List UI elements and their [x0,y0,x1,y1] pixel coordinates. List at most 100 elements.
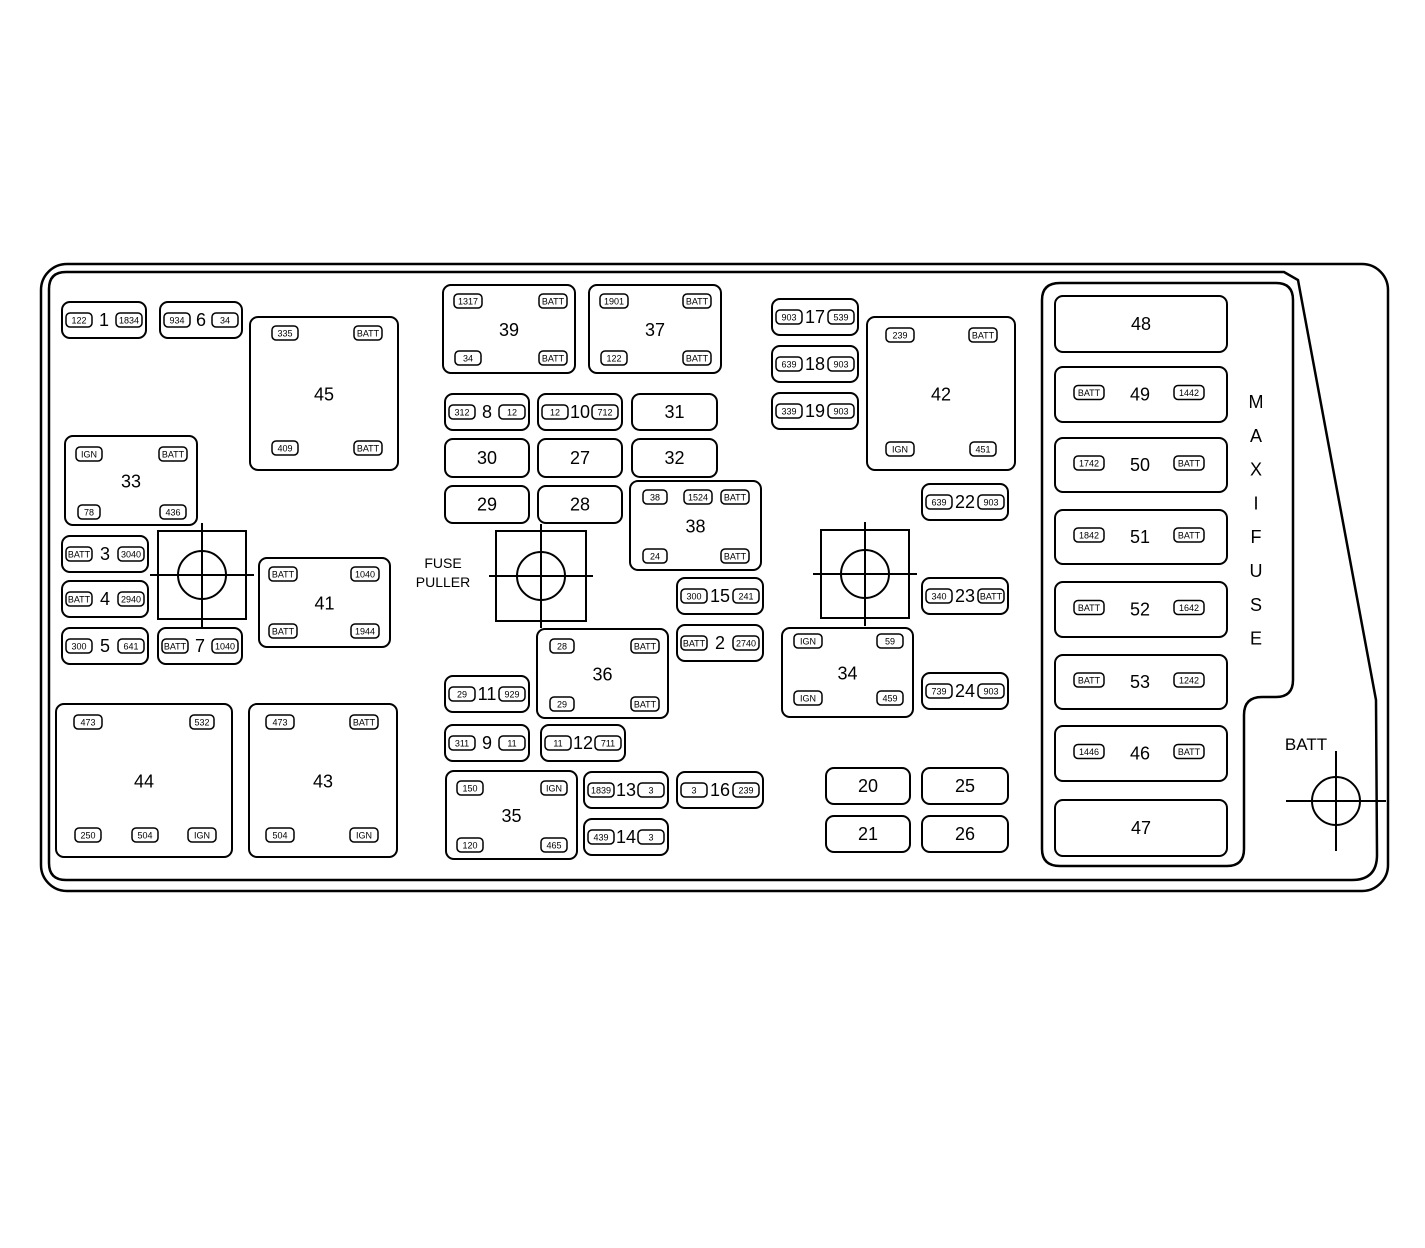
relay-44-pin-2-pin-label: 532 [194,718,209,728]
mini-fuse-12-left-pin [544,735,572,751]
mini-fuse-10-number: 10 [570,402,590,422]
maxi-fuse-46-body [1054,725,1228,782]
mini-fuse-12-body [540,724,626,762]
relay-39-pin-1-pin [453,293,483,309]
fuse-slot-28-body [537,485,623,524]
maxi-fuse-49-number: 49 [1130,385,1150,405]
mini-fuse-1-right-pin [115,312,143,328]
mini-fuse-5-right-pin [117,638,145,654]
relay-41-pin-4-pin [350,623,380,639]
maxi-fuse-50-body [1054,437,1228,493]
relay-42-pin-1-pin [885,327,915,343]
relay-36-pin-1-pin [549,638,575,654]
relay-45-pin-4-pin [353,440,383,456]
relay-44-pin-5-pin [187,827,217,843]
relay-36-pin-2-pin [630,638,660,654]
relay-42-pin-3-pin-label: IGN [892,445,908,455]
maxi-fuse-letter-4: I [1253,493,1258,513]
mini-fuse-10-right-pin [591,404,619,420]
maxi-fuse-53-number: 53 [1130,672,1150,692]
relay-43-pin-3-pin [265,827,295,843]
maxi-fuse-51-left-pin-label: 1842 [1079,531,1099,541]
relay-43-body [248,703,398,858]
maxi-fuse-52-number: 52 [1130,600,1150,620]
mini-fuse-15-number: 15 [710,586,730,606]
maxi-fuse-52-right-pin-label: 1642 [1179,603,1199,613]
fuse-slot-32: 32 [631,438,718,478]
relay-41-pin-1-pin [268,566,298,582]
mini-fuse-1-body [61,301,147,339]
mini-fuse-11-left-pin-label: 29 [457,690,467,700]
maxi-fuse-46-right-pin-label: BATT [1178,747,1201,757]
mini-fuse-22-right-pin [977,494,1005,510]
relay-37-pin-1-pin-label: 1901 [604,297,624,307]
maxi-fuse-52-body [1054,581,1228,638]
relay-37-pin-3-pin-label: 122 [606,354,621,364]
relay-33-pin-1-pin [75,446,103,462]
relay-33-pin-3-pin [77,504,101,520]
mini-fuse-13-left-pin [587,782,615,798]
mini-fuse-3-left-pin-label: BATT [68,550,91,560]
relay-33-pin-2-pin-label: BATT [162,450,185,460]
fuse-slot-25-number: 25 [955,776,975,796]
mini-fuse-24-left-pin [925,683,953,699]
relay-41-pin-1-pin-label: BATT [272,570,295,580]
fuse-slot-29: 29 [444,485,530,524]
relay-42-pin-4-pin-label: 451 [975,445,990,455]
maxi-fuse-46-right-pin [1173,743,1205,760]
battery-stud [1286,751,1386,851]
mounting-stud-center [489,524,593,628]
maxi-fuse-52-left-pin [1073,599,1105,616]
fuse-slot-20-body [825,767,911,805]
fuse-slot-30-number: 30 [477,448,497,468]
relay-39-pin-1-pin-label: 1317 [458,297,478,307]
relay-34-pin-3-pin-label: IGN [800,694,816,704]
relay-37-pin-3-pin [600,350,628,366]
maxi-fuse-50-left-pin [1073,455,1105,471]
relay-42-pin-3-pin [885,441,915,457]
mini-fuse-11-body [444,675,530,713]
maxi-fuse-53-left-pin [1073,672,1105,688]
relay-44-body [55,703,233,858]
relay-41-pin-3-pin [268,623,298,639]
mini-fuse-18-number: 18 [805,354,825,374]
relay-35-pin-3-pin-label: 120 [462,841,477,851]
housing-outer-edge [39,262,1390,893]
maxi-fuse-48-number: 48 [1131,314,1151,334]
mini-fuse-19-body [771,392,859,430]
mini-fuse-8-number: 8 [482,402,492,422]
mini-fuse-16-left-pin [680,782,708,798]
relay-38-pin-5-pin-label: BATT [724,552,747,562]
fuse-slot-27: 27 [537,438,623,478]
relay-35-pin-3-pin [456,837,484,853]
mini-fuse-3-left-pin [65,546,93,562]
fuse-slot-21: 21 [825,815,911,853]
mini-fuse-9-body [444,724,530,762]
mini-fuse-5-left-pin [65,638,93,654]
mini-fuse-19-right-pin-label: 903 [833,407,848,417]
maxi-fuse-51-number: 51 [1130,527,1150,547]
relay-43-pin-1-pin [265,714,295,730]
mini-fuse-1-left-pin-label: 122 [71,316,86,326]
relay-36-pin-3-pin [549,696,575,712]
mini-fuse-7-number: 7 [195,636,205,656]
mini-fuse-18-right-pin [827,356,855,372]
relay-45-pin-1-pin [271,325,299,341]
mini-fuse-18-body [771,345,859,383]
relay-42-pin-1-pin-label: 239 [892,331,907,341]
fuse-slot-32-number: 32 [664,448,684,468]
mini-fuse-17-right-pin [827,309,855,325]
relay-37-number: 37 [645,320,665,340]
relay-34-pin-4-pin [876,690,904,706]
relay-38-pin-4-pin [642,548,668,564]
mini-fuse-6-right-pin-label: 34 [220,316,230,326]
